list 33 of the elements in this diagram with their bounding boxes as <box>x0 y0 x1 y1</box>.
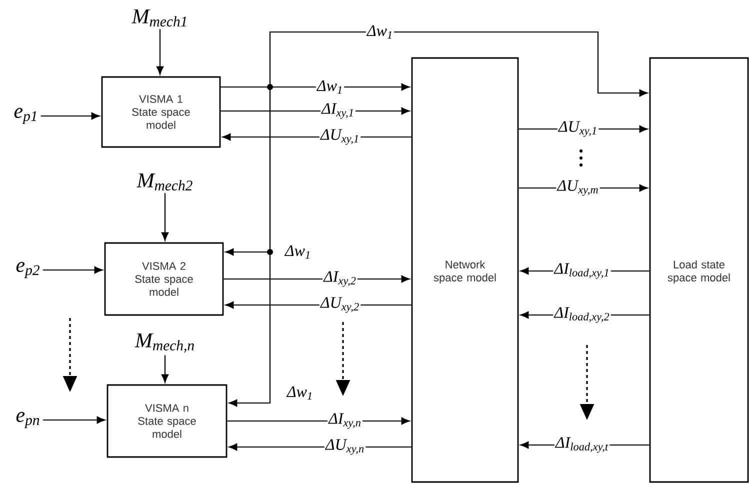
arrow <box>161 355 169 383</box>
edge-label: ΔI$_{load,xy,1}$ <box>553 262 611 280</box>
arrow <box>42 266 103 274</box>
process-box: VISMA n State space model <box>106 384 228 458</box>
edge-label: ΔU$_{xy,m}$ <box>556 179 600 197</box>
input-symbol: e$_{p2}$ <box>16 262 40 278</box>
arrow <box>161 193 169 241</box>
connector-line <box>220 86 271 407</box>
edge-label: ΔU$_{xy,2}$ <box>319 296 361 314</box>
input-symbol: e$_{p1}$ <box>14 108 36 124</box>
input-symbol: M$_{mech,n}$ <box>134 333 194 353</box>
edge-label: ΔU$_{xy,1}$ <box>319 128 361 146</box>
edge-label: Δw$_{1}$ <box>366 24 394 40</box>
edge-label: ΔU$_{xy,n}$ <box>324 438 366 456</box>
edge-label: ΔI$_{xy,n}$ <box>328 412 362 430</box>
input-symbol: e$_{pn}$ <box>16 412 40 428</box>
input-symbol: M$_{mech1}$ <box>132 10 186 26</box>
model-box: Load state space model <box>649 57 749 483</box>
process-box: VISMA 1 State space model <box>101 76 221 148</box>
edge-label: ΔI$_{xy,1}$ <box>320 102 356 120</box>
edge-label: ΔI$_{load,xy,t}$ <box>554 436 610 454</box>
edge-label: ΔI$_{xy,2}$ <box>322 270 358 288</box>
arrow <box>40 112 100 120</box>
process-box: VISMA 2 State space model <box>104 242 224 316</box>
input-symbol: M$_{mech2}$ <box>136 174 192 190</box>
arrow <box>42 416 106 424</box>
edge-label: Δw$_{1}$ <box>316 79 344 95</box>
edge-label: ΔU$_{xy,1}$ <box>557 120 599 138</box>
arrow <box>156 29 164 75</box>
model-box: Network space model <box>411 57 519 483</box>
edge-label: ΔI$_{load,xy,2}$ <box>553 306 611 324</box>
edge-label: Δw$_{1}$ <box>286 385 314 401</box>
edge-label: Δw$_{1}$ <box>284 244 312 260</box>
